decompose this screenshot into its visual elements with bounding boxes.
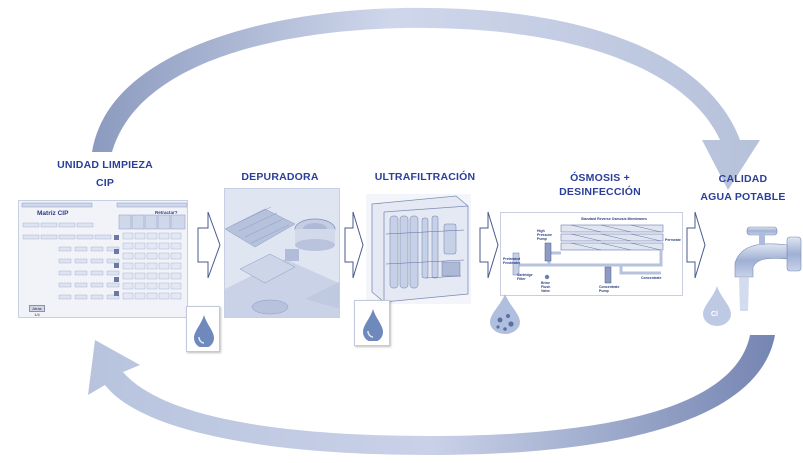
faucet-icon	[734, 226, 802, 311]
ro-concentrate-label: Concentrate	[641, 276, 662, 280]
stage-title-ultrafiltracion: ULTRAFILTRACIÓN	[374, 171, 476, 183]
stage-title-depuradora: DEPURADORA	[241, 171, 319, 183]
osmosis-title-line1: ÓSMOSIS +	[570, 172, 630, 184]
chlorine-symbol: Cl	[711, 311, 718, 318]
water-drop-icon	[194, 315, 214, 347]
ro-brine-flush-valve-label: Brine Flush Valve	[541, 281, 551, 293]
ro-pretreated-feedwater-label: Pretreated Feedwater	[503, 257, 521, 265]
ro-concentrate-pump-label: Concentrate Pump	[599, 285, 620, 293]
ultrafiltration-unit-image	[371, 195, 469, 303]
cip-screen-grid	[21, 202, 187, 300]
cip-title-line1: UNIDAD LIMPIEZA	[57, 159, 153, 171]
drop-card-2	[354, 300, 390, 346]
cip-screen-header: Matriz CIP	[37, 210, 69, 217]
ultrafiltracion-panel	[366, 194, 471, 304]
calidad-title-line2: AGUA POTABLE	[700, 191, 786, 203]
ro-cartridge-filter-label: Cartridge Filter	[517, 273, 533, 281]
calidad-title-line1: CALIDAD	[718, 173, 768, 185]
drop-card-1	[186, 306, 220, 352]
flow-arrow-3	[479, 211, 499, 279]
stage-title-osmosis: ÓSMOSIS + DESINFECCIÓN	[530, 171, 670, 199]
flow-arrow-4	[686, 211, 706, 279]
ro-diagram	[512, 224, 664, 284]
ro-high-pressure-pump-label: High Pressure Pump	[537, 229, 552, 241]
flow-arrow-1	[197, 211, 221, 279]
bottom-cycle-arrow	[88, 335, 775, 455]
ro-top-label: Standard Reverse Osmosis Membranes	[581, 217, 647, 221]
wastewater-plant-image	[225, 189, 339, 317]
bacteria-drop-icon	[490, 294, 520, 334]
top-cycle-arrow	[92, 7, 760, 190]
cip-screen-panel: Matriz CIP Retractar?	[18, 200, 188, 318]
cip-back-button[interactable]: Atrás 1/4	[29, 305, 45, 317]
stage-title-calidad: CALIDAD AGUA POTABLE	[683, 172, 803, 204]
depuradora-panel	[224, 188, 340, 318]
cip-title-line2: CIP	[95, 177, 115, 189]
flow-arrow-2	[344, 211, 364, 279]
cip-screen-right-header: Retractar?	[155, 210, 178, 215]
chlorine-drop-icon	[703, 286, 731, 326]
stage-title-cip: UNIDAD LIMPIEZA CIP	[40, 158, 170, 190]
water-drop-icon	[363, 309, 383, 341]
osmosis-title-line2: DESINFECCIÓN	[559, 186, 641, 198]
ro-permeate-label: Permeate	[665, 238, 681, 242]
osmosis-panel: Standard Reverse Osmosis Membranes Perme…	[500, 212, 683, 296]
